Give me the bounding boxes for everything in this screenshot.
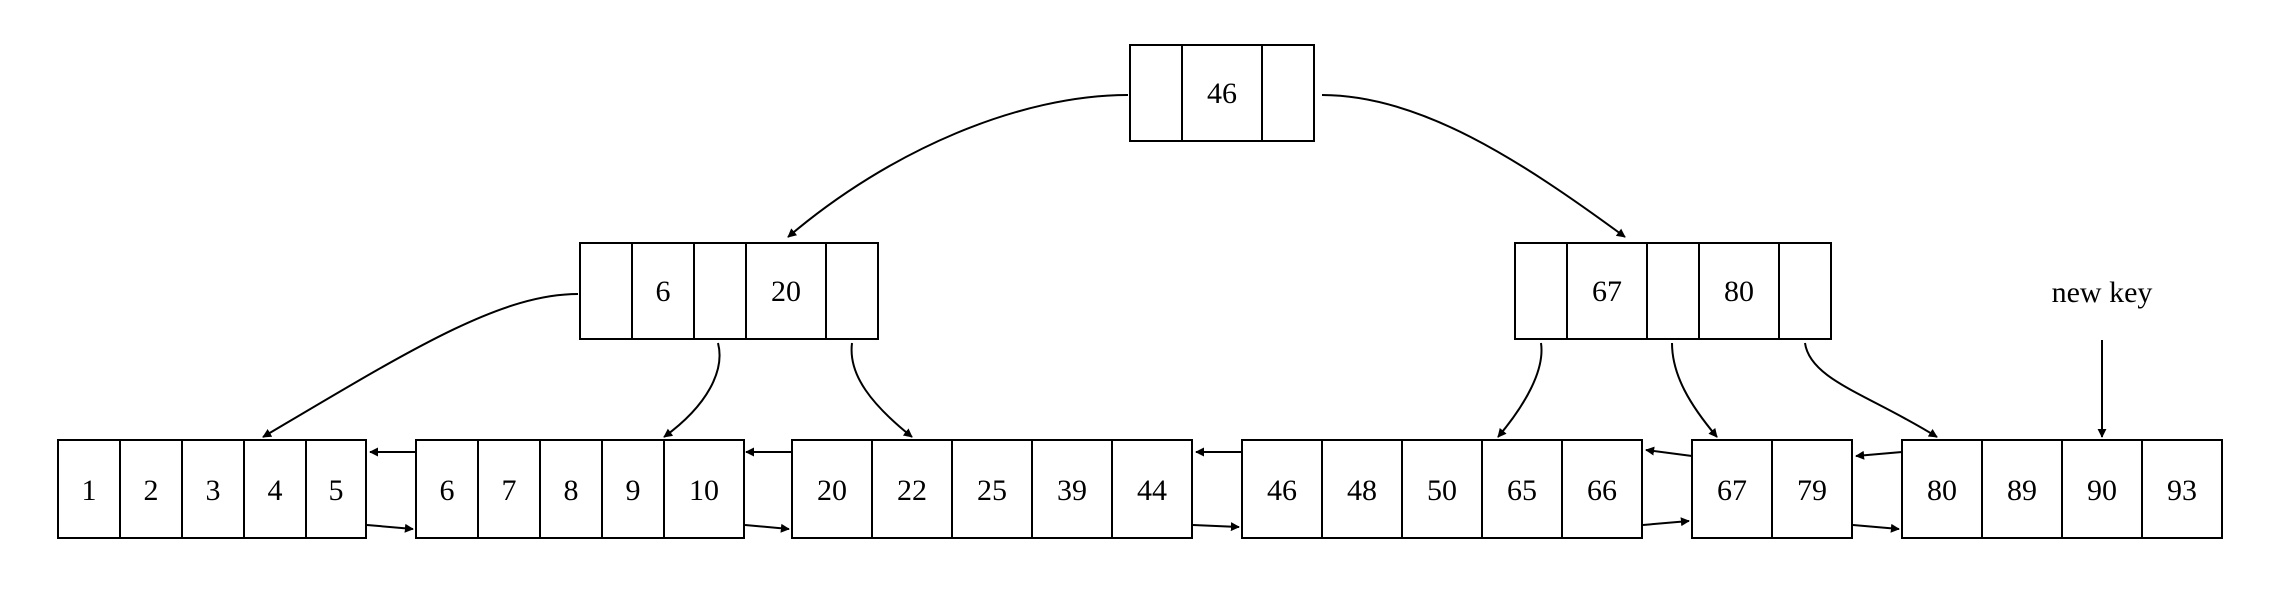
leaf-0-cell bbox=[243, 439, 307, 539]
leaf-1-cell bbox=[477, 439, 541, 539]
leaf-key: 39 bbox=[1057, 474, 1087, 507]
leaf-key: 3 bbox=[206, 474, 221, 507]
leaf-3-cell bbox=[1321, 439, 1403, 539]
edge-internal-right-to-leaf-5 bbox=[1804, 342, 1938, 438]
root-key: 46 bbox=[1207, 77, 1237, 110]
sibling-link-forward bbox=[744, 523, 790, 533]
sibling-link-back bbox=[1645, 446, 1693, 457]
leaf-key: 6 bbox=[440, 474, 455, 507]
leaf-key: 22 bbox=[897, 474, 927, 507]
leaf-3-cell bbox=[1401, 439, 1483, 539]
internal-right-pointer-1 bbox=[1646, 242, 1700, 340]
leaf-node-0: 1 2 3 4 5 bbox=[57, 439, 367, 539]
root-pointer-0 bbox=[1129, 44, 1183, 142]
internal-right-key: 67 bbox=[1592, 275, 1622, 308]
new-key-label: new key bbox=[2052, 276, 2153, 309]
leaf-key: 20 bbox=[817, 474, 847, 507]
leaf-key: 79 bbox=[1797, 474, 1827, 507]
leaf-3-cell bbox=[1241, 439, 1323, 539]
leaf-1-cell bbox=[663, 439, 745, 539]
edge-internal-right-to-leaf-3 bbox=[1497, 342, 1543, 438]
leaf-3-cell bbox=[1561, 439, 1643, 539]
new-key-annotation: new key bbox=[2052, 276, 2153, 438]
edge-internal-left-to-leaf-1 bbox=[663, 342, 721, 438]
leaf-key: 9 bbox=[626, 474, 641, 507]
leaf-1-cell bbox=[601, 439, 665, 539]
leaf-0-cell bbox=[181, 439, 245, 539]
leaf-0-cell bbox=[305, 439, 367, 539]
leaf-key: 44 bbox=[1137, 474, 1167, 507]
internal-right-key: 80 bbox=[1724, 275, 1754, 308]
leaf-0-cell bbox=[119, 439, 183, 539]
internal-left-key-cell-0 bbox=[631, 242, 695, 340]
sibling-link-back bbox=[1855, 450, 1903, 460]
sibling-links bbox=[366, 446, 1903, 533]
leaf-2-cell bbox=[871, 439, 953, 539]
leaf-key: 89 bbox=[2007, 474, 2037, 507]
leaf-key: 93 bbox=[2167, 474, 2197, 507]
leaf-key: 90 bbox=[2087, 474, 2117, 507]
leaf-key: 48 bbox=[1347, 474, 1377, 507]
leaf-0-cell bbox=[57, 439, 121, 539]
internal-right-pointer-2 bbox=[1778, 242, 1832, 340]
leaf-2-cell bbox=[1031, 439, 1113, 539]
internal-left-pointer-2 bbox=[825, 242, 879, 340]
leaf-key: 8 bbox=[564, 474, 579, 507]
internal-right-pointer-0 bbox=[1514, 242, 1568, 340]
internal-left-pointer-0 bbox=[579, 242, 633, 340]
tree-edges bbox=[262, 94, 1938, 438]
leaf-node-5: 80 89 90 93 bbox=[1901, 439, 2223, 539]
sibling-link-forward bbox=[1852, 523, 1900, 533]
edge-internal-left-to-leaf-2 bbox=[850, 342, 913, 438]
leaf-key: 46 bbox=[1267, 474, 1297, 507]
internal-right-key-cell-1 bbox=[1698, 242, 1780, 340]
internal-left-pointer-1 bbox=[693, 242, 747, 340]
leaf-key: 66 bbox=[1587, 474, 1617, 507]
leaf-5-cell bbox=[1901, 439, 1983, 539]
leaf-5-cell bbox=[2141, 439, 2223, 539]
internal-node-right: 67 80 bbox=[1514, 242, 1832, 340]
root-pointer-1 bbox=[1261, 44, 1315, 142]
leaf-key: 80 bbox=[1927, 474, 1957, 507]
leaf-key: 2 bbox=[144, 474, 159, 507]
leaf-key: 1 bbox=[82, 474, 97, 507]
internal-left-key: 6 bbox=[656, 275, 671, 308]
leaf-2-cell bbox=[951, 439, 1033, 539]
leaf-4-cell bbox=[1771, 439, 1853, 539]
leaf-key: 67 bbox=[1717, 474, 1747, 507]
leaf-key: 50 bbox=[1427, 474, 1457, 507]
sibling-link-forward bbox=[1192, 522, 1240, 532]
sibling-link-forward bbox=[1642, 517, 1690, 527]
leaf-2-cell bbox=[1111, 439, 1193, 539]
edge-internal-right-to-leaf-4 bbox=[1671, 342, 1718, 438]
leaf-1-cell bbox=[539, 439, 603, 539]
root-key-cell bbox=[1181, 44, 1263, 142]
leaf-2-cell bbox=[791, 439, 873, 539]
leaf-key: 25 bbox=[977, 474, 1007, 507]
leaf-key: 7 bbox=[502, 474, 517, 507]
leaf-key: 10 bbox=[689, 474, 719, 507]
leaf-key: 4 bbox=[268, 474, 283, 507]
internal-left-key: 20 bbox=[771, 275, 801, 308]
leaf-5-cell bbox=[1981, 439, 2063, 539]
internal-node-left: 6 20 bbox=[579, 242, 879, 340]
leaf-key: 5 bbox=[329, 474, 344, 507]
sibling-link-forward bbox=[366, 523, 414, 533]
root-node: 46 bbox=[1129, 44, 1315, 142]
leaf-key: 65 bbox=[1507, 474, 1537, 507]
edge-root-to-left bbox=[787, 94, 1129, 238]
edge-root-to-right bbox=[1321, 94, 1626, 238]
leaf-node-3: 46 48 50 65 66 bbox=[1241, 439, 1643, 539]
edge-internal-left-to-leaf-0 bbox=[262, 293, 579, 438]
leaf-node-4: 67 79 bbox=[1691, 439, 1853, 539]
internal-left-key-cell-1 bbox=[745, 242, 827, 340]
leaf-node-1: 6 7 8 9 10 bbox=[415, 439, 745, 539]
leaf-node-2: 20 22 25 39 44 bbox=[791, 439, 1193, 539]
